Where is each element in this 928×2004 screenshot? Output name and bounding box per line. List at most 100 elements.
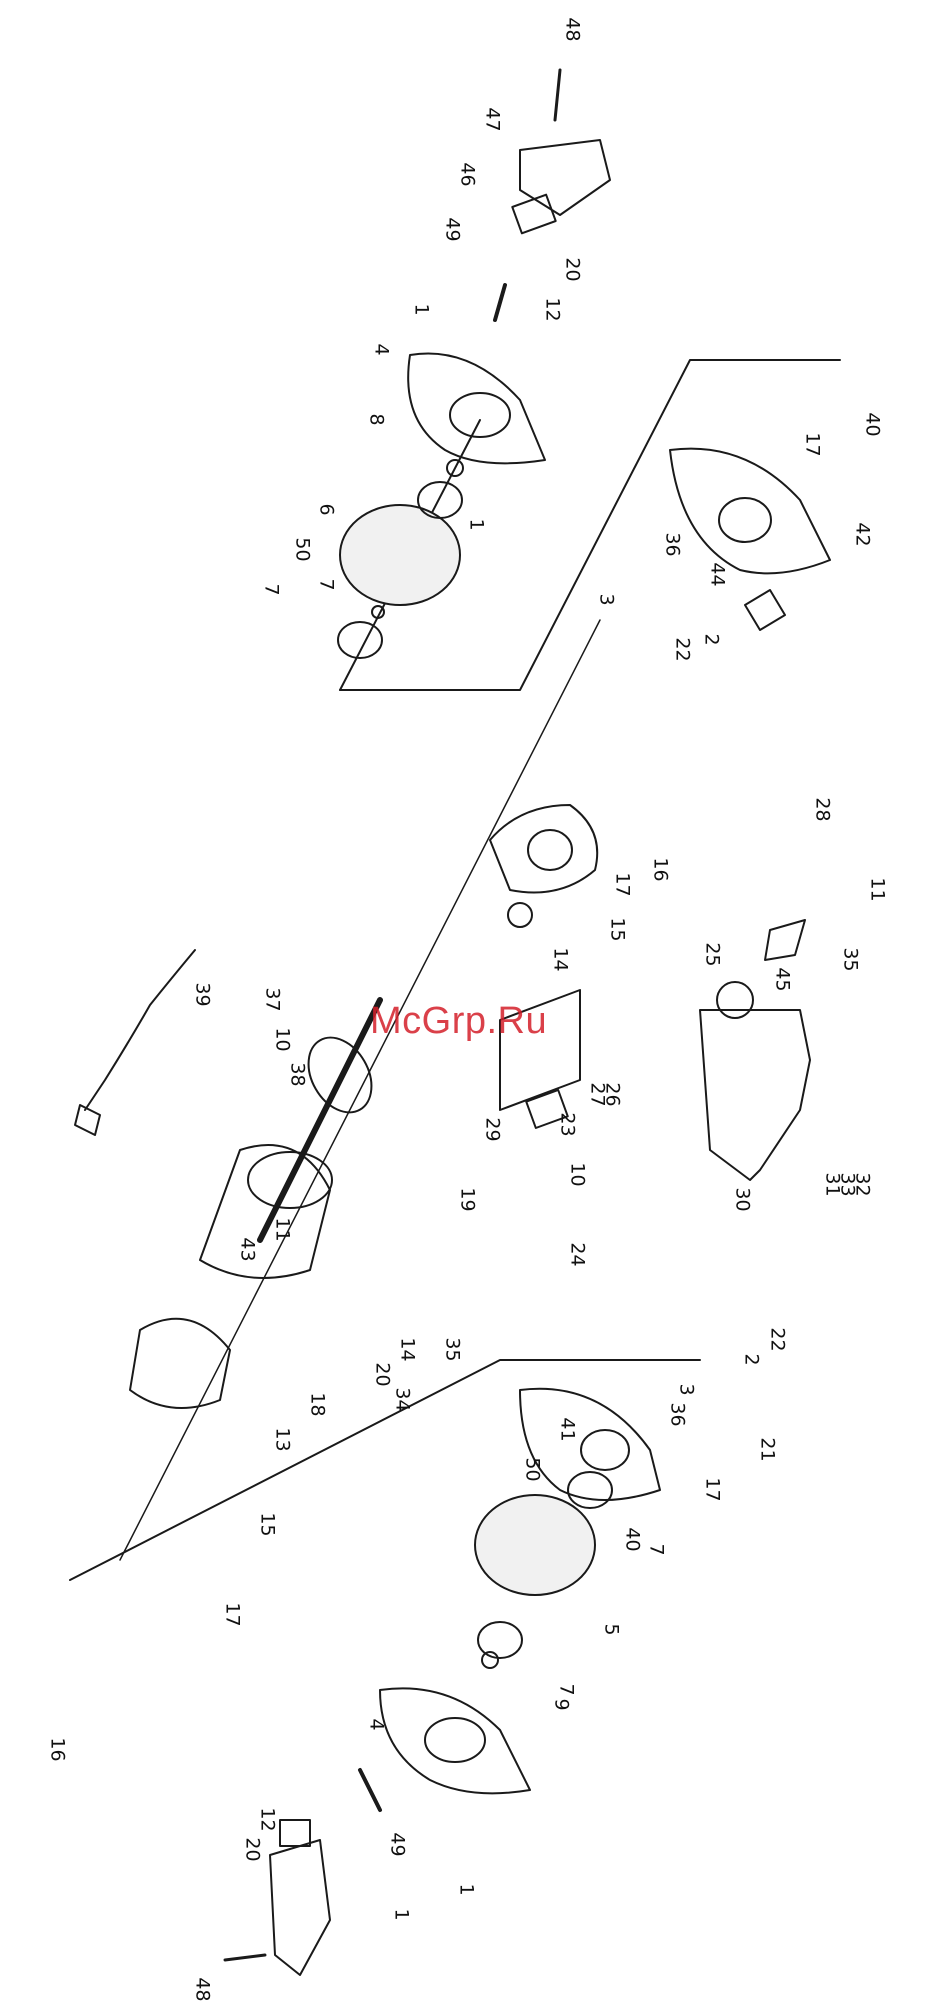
part-label-p3b: 3 [677,1383,696,1395]
part-label-p15b: 15 [258,1512,277,1536]
part-label-p29: 29 [483,1117,502,1141]
motor-end-bell-upper-inner [528,830,572,870]
grinding-wheel-upper [340,505,460,605]
part-label-p20b: 20 [373,1362,392,1386]
part-label-p17c: 17 [703,1477,722,1501]
screw-48-lower [225,1955,265,1960]
part-label-p17d: 17 [223,1602,242,1626]
part-label-p14b: 14 [398,1337,417,1361]
part-label-p28: 28 [813,797,832,821]
part-label-p39: 39 [193,982,212,1006]
plug-39 [75,1105,100,1135]
part-label-p1a: 1 [412,303,431,315]
part-label-p22a: 22 [673,637,692,661]
part-label-p22b: 22 [768,1327,787,1351]
wheel-guard-lower-4-opening [425,1718,485,1762]
part-label-p37: 37 [263,987,282,1011]
flange-upper-a [418,482,462,518]
part-label-p1b: 1 [467,518,486,530]
part-label-p7d: 7 [557,1683,576,1695]
part-label-p44: 44 [708,562,727,586]
part-label-p45: 45 [773,967,792,991]
wheel-guard-lower-4 [380,1688,530,1793]
bracket-45 [765,920,805,960]
part-label-p2b: 2 [742,1353,761,1365]
motor-housing-18 [200,1145,330,1278]
shield-bracket-top [512,195,555,234]
part-label-p19: 19 [458,1187,477,1211]
tool-rest-44 [745,590,785,630]
screw-49-lower [360,1770,380,1810]
screw-48-top [555,70,560,120]
base-plate-30 [700,1010,810,1180]
wheel-guard-upper-opening [450,393,510,437]
part-label-p38: 38 [288,1062,307,1086]
nut-9 [482,1652,498,1668]
part-label-p7a: 7 [262,583,281,595]
part-label-p50a: 50 [293,537,312,561]
part-label-p50b: 50 [523,1457,542,1481]
part-label-p36a: 36 [663,532,682,556]
part-label-p32: 32 [853,1172,872,1196]
part-label-p42: 42 [853,522,872,546]
part-label-p11a: 11 [868,877,887,901]
part-label-p36b: 36 [668,1402,687,1426]
inner-guard-42-hub [719,498,771,542]
part-label-p40a: 40 [863,412,882,436]
part-label-p4b: 4 [367,1718,386,1730]
part-label-p20a: 20 [563,257,582,281]
part-label-p20c: 20 [243,1837,262,1861]
screw-49-top [495,285,505,320]
part-label-p16a: 16 [651,857,670,881]
part-label-p16b: 16 [48,1737,67,1761]
part-label-p8: 8 [367,413,386,425]
part-label-p10b: 10 [568,1162,587,1186]
motor-end-bell-upper [490,805,597,893]
part-label-p11b: 11 [273,1217,292,1241]
part-label-p1c: 1 [457,1883,476,1895]
capacitor-25 [717,982,753,1018]
bearing-14-upper [508,903,532,927]
eye-shield-top [520,140,610,215]
watermark: McGrp.Ru [370,1000,547,1043]
grinding-wheel-lower [475,1495,595,1595]
main-axis-line [120,620,600,1560]
part-label-p2a: 2 [702,633,721,645]
inner-guard-42 [670,449,830,574]
part-label-p10a: 10 [273,1027,292,1051]
part-label-p6: 6 [317,503,336,515]
power-cord-39 [85,950,195,1110]
flange-lower-b [478,1622,522,1658]
part-label-p26: 26 [603,1082,622,1106]
part-label-p7b: 7 [317,578,336,590]
part-label-p7c: 7 [647,1543,666,1555]
part-label-p35b: 35 [443,1337,462,1361]
part-label-p25: 25 [703,942,722,966]
part-label-p49a: 49 [443,217,462,241]
part-label-p17a: 17 [803,432,822,456]
part-label-p35a: 35 [841,947,860,971]
part-label-p49b: 49 [388,1832,407,1856]
part-label-p15a: 15 [608,917,627,941]
part-label-p40b: 40 [623,1527,642,1551]
part-label-p13: 13 [273,1427,292,1451]
part-label-p30: 30 [733,1187,752,1211]
part-label-p46: 46 [458,162,477,186]
part-label-p48b: 48 [193,1977,212,2001]
part-label-p18: 18 [308,1392,327,1416]
shield-bracket-lower [280,1820,310,1846]
wheel-guard-41-hub [581,1430,629,1470]
part-label-p14a: 14 [551,947,570,971]
part-label-p21: 21 [758,1437,777,1461]
part-label-p4a: 4 [372,343,391,355]
part-label-p3a: 3 [597,593,616,605]
eye-shield-lower [270,1840,330,1975]
part-label-p12b: 12 [258,1807,277,1831]
part-label-p9: 9 [552,1698,571,1710]
part-label-p5: 5 [602,1623,621,1635]
wheel-guard-41 [520,1389,660,1500]
part-label-p48a: 48 [563,17,582,41]
motor-end-bell-lower [130,1319,230,1408]
part-label-p12a: 12 [543,297,562,321]
